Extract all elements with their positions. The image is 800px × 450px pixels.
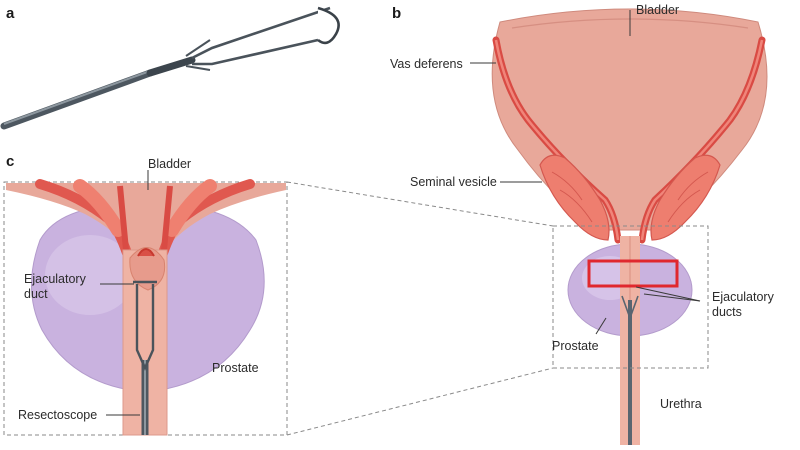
zoomed-anatomy: [6, 179, 286, 436]
panel-c-letter: c: [6, 153, 14, 170]
zoom-frame: [3, 181, 288, 436]
zoom-region-box: [552, 225, 709, 369]
label-ejaculatory-ducts-2: ducts: [712, 305, 742, 319]
label-ejaculatory-ducts-1: Ejaculatory: [712, 290, 775, 304]
zoom-connector-top: [286, 181, 554, 227]
panel-b: b Bladder Vas deferens Semina: [390, 3, 775, 445]
label-prostate-b: Prostate: [552, 339, 599, 353]
resectoscope-instrument: [0, 6, 340, 130]
panel-c: c Bl: [3, 153, 554, 436]
label-urethra: Urethra: [660, 397, 702, 411]
label-ejaculatory-duct-2: duct: [24, 287, 48, 301]
label-ejaculatory-duct-1: Ejaculatory: [24, 272, 87, 286]
label-bladder-c: Bladder: [148, 157, 191, 171]
panel-a-letter: a: [6, 5, 15, 22]
label-seminal-vesicle: Seminal vesicle: [410, 175, 497, 189]
ejaculatory-duct-highlight: [587, 259, 679, 288]
label-bladder-b: Bladder: [636, 3, 679, 17]
panel-b-letter: b: [392, 5, 401, 22]
panel-a: a: [0, 5, 340, 130]
label-vas-deferens: Vas deferens: [390, 57, 463, 71]
zoom-connector-bottom: [286, 367, 554, 436]
label-prostate-c: Prostate: [212, 361, 259, 375]
label-resectoscope: Resectoscope: [18, 408, 97, 422]
seminal-vesicle-right: [650, 154, 721, 241]
bladder-shape: [491, 8, 768, 231]
seminal-vesicle-left: [539, 154, 610, 241]
